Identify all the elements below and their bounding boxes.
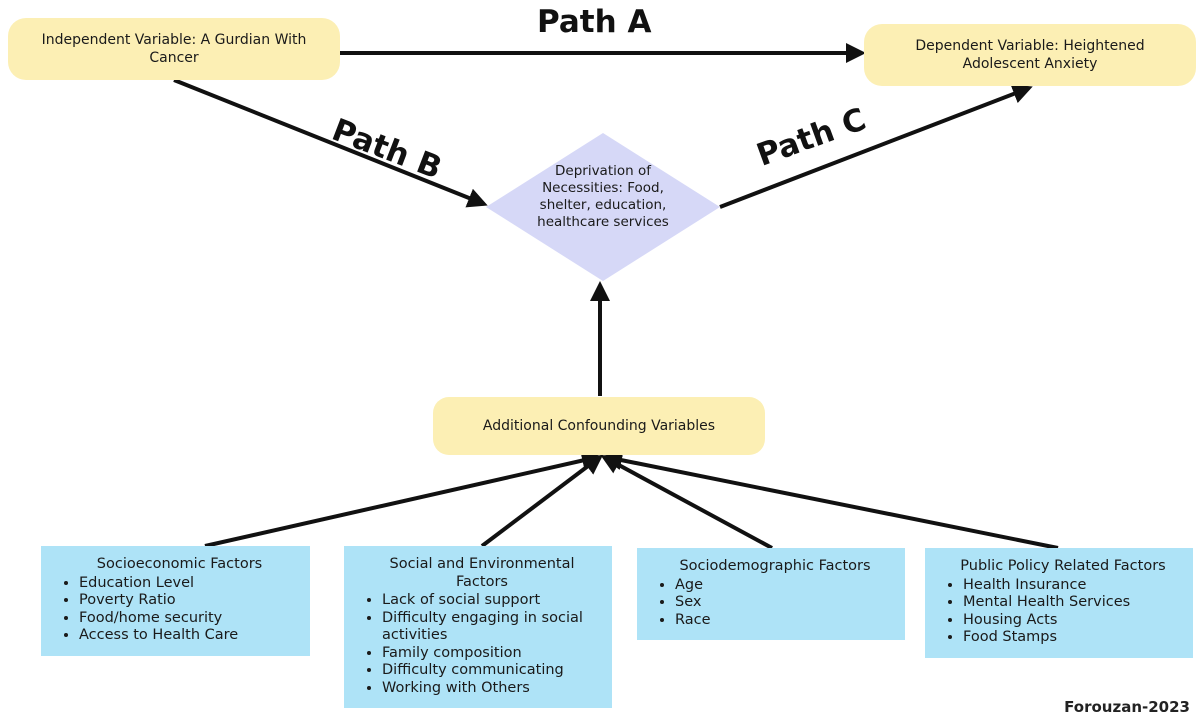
list-item: Sex [675,594,895,612]
deprivation-label: Deprivation of Necessities: Food, shelte… [537,163,669,230]
list-item: Difficulty engaging in social activities [382,610,602,645]
list-item: Food Stamps [963,629,1183,647]
path-c-arrow [719,84,1033,209]
social-environmental-factors-box: Social and Environmental Factors Lack of… [344,546,612,708]
list-item: Working with Others [382,680,602,698]
public-policy-factors-list: Health Insurance Mental Health Services … [943,577,1183,647]
public-policy-factors-box: Public Policy Related Factors Health Ins… [925,548,1193,658]
list-item: Food/home security [79,610,300,628]
credit-text: Forouzan-2023 [1064,698,1190,716]
public-policy-factors-title: Public Policy Related Factors [960,558,1166,574]
socioeconomic-arrow [204,450,602,548]
list-item: Difficulty communicating [382,662,602,680]
list-item: Poverty Ratio [79,592,300,610]
independent-variable-box: Independent Variable: A Gurdian With Can… [8,18,340,80]
list-item: Age [675,577,895,595]
list-item: Race [675,612,895,630]
list-item: Health Insurance [963,577,1183,595]
socioeconomic-factors-title: Socioeconomic Factors [96,556,263,572]
sociodemographic-factors-box: Sociodemographic Factors Age Sex Race [637,548,905,640]
public-policy-arrow [602,450,1059,550]
sociodemographic-factors-title: Sociodemographic Factors [679,558,871,574]
deprivation-diamond [486,133,720,281]
path-a-label: Path A [537,4,652,40]
sociodemographic-arrow [600,455,773,550]
social-environmental-factors-title: Social and Environmental Factors [389,556,575,590]
list-item: Lack of social support [382,592,602,610]
list-item: Housing Acts [963,612,1183,630]
list-item: Mental Health Services [963,594,1183,612]
dependent-variable-box: Dependent Variable: Heightened Adolescen… [864,24,1196,86]
confounding-variables-box: Additional Confounding Variables [433,397,765,455]
socioeconomic-factors-box: Socioeconomic Factors Education Level Po… [41,546,310,656]
socioeconomic-factors-list: Education Level Poverty Ratio Food/home … [59,575,300,645]
list-item: Family composition [382,645,602,663]
social-environmental-factors-list: Lack of social support Difficulty engagi… [362,592,602,697]
path-b-arrow [173,78,488,208]
list-item: Education Level [79,575,300,593]
list-item: Access to Health Care [79,627,300,645]
social-environmental-arrow [480,454,604,548]
sociodemographic-factors-list: Age Sex Race [655,577,895,630]
